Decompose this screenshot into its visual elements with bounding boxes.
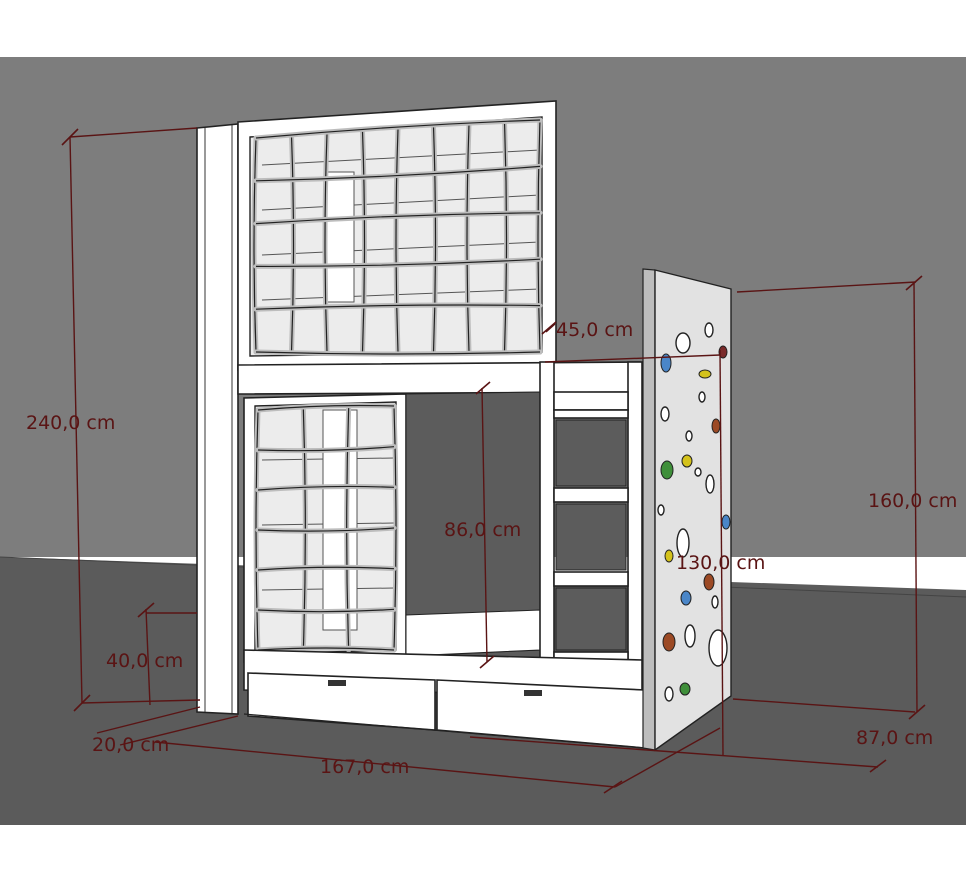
drawer-handle-right: [524, 690, 542, 696]
upper-bed-rail: [237, 361, 641, 395]
upper-slats: [261, 149, 541, 303]
upper-climbing-net: [251, 117, 543, 357]
left-post: [196, 123, 239, 715]
climbing-wall-face: [654, 269, 732, 752]
lower-slats: [261, 409, 395, 631]
label-total-height: 240,0 cm: [26, 412, 115, 434]
label-upper-rail: 45,0 cm: [556, 319, 633, 341]
label-lower-opening: 86,0 cm: [444, 519, 521, 541]
bunk-bed: [196, 100, 732, 752]
label-depth: 87,0 cm: [856, 727, 933, 749]
drawer-handle-left: [328, 680, 346, 686]
label-base-height: 40,0 cm: [106, 650, 183, 672]
climbing-holds: [660, 345, 731, 696]
climbing-wall: [642, 268, 656, 751]
label-length: 167,0 cm: [320, 756, 409, 778]
label-wall-height: 160,0 cm: [868, 490, 957, 512]
lower-climbing-net: [253, 403, 399, 653]
label-post-depth: 20,0 cm: [92, 734, 169, 756]
label-wall-width: 130,0 cm: [676, 552, 765, 574]
dimension-lines: [61, 127, 926, 794]
climbing-holes: [657, 322, 728, 702]
